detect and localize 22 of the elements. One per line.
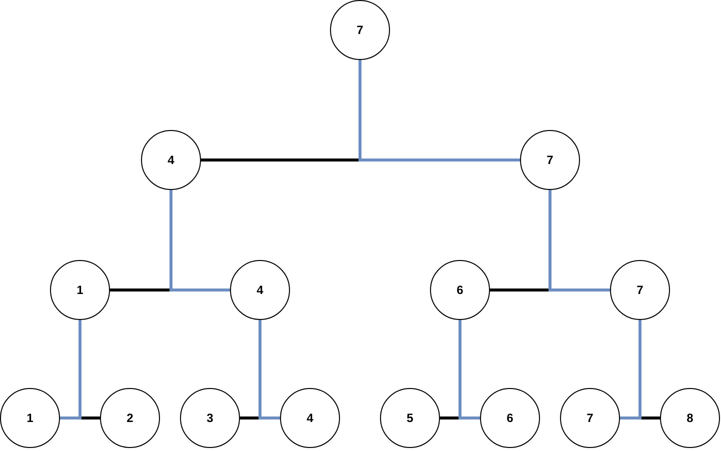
connector-line xyxy=(620,320,642,420)
connector-line xyxy=(60,320,82,420)
node-label: 8 xyxy=(686,411,694,425)
node-label: 5 xyxy=(406,411,414,425)
connector-line xyxy=(358,60,520,162)
connector-line xyxy=(170,190,230,292)
node-label: 6 xyxy=(456,283,464,297)
node-label: 4 xyxy=(256,283,264,297)
connector-line xyxy=(548,190,610,292)
node-label: 4 xyxy=(168,153,174,167)
node-label: 7 xyxy=(356,23,364,37)
node-label: 6 xyxy=(506,411,514,425)
node-label: 1 xyxy=(26,411,34,425)
node-label: 7 xyxy=(636,283,644,297)
node-label: 2 xyxy=(126,411,134,425)
node-label: 1 xyxy=(76,283,84,297)
node-label: 3 xyxy=(206,411,214,425)
connector-line xyxy=(258,320,280,420)
node-label: 7 xyxy=(586,411,594,425)
node-label: 4 xyxy=(306,411,314,425)
node-label: 7 xyxy=(546,153,554,167)
connector-line xyxy=(458,320,480,420)
